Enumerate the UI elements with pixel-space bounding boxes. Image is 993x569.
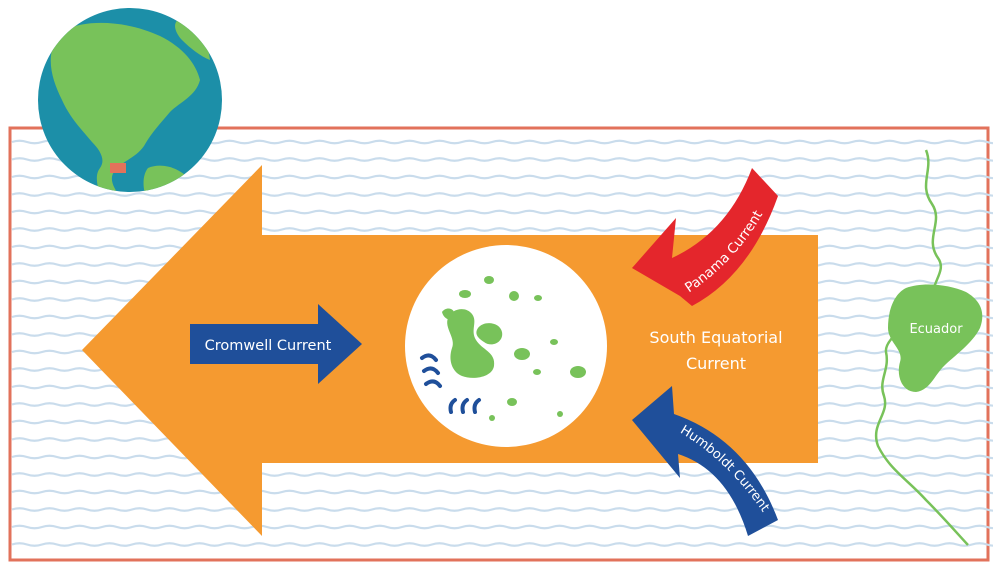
- globe-icon: [38, 8, 222, 192]
- ecuador-shape: [888, 284, 983, 392]
- cromwell-current-label: Cromwell Current: [205, 338, 332, 354]
- ecuador-label: Ecuador: [909, 322, 963, 337]
- wave-line: [11, 192, 993, 197]
- south-equatorial-label-line1: South Equatorial: [649, 328, 782, 347]
- wave-line: [11, 209, 993, 215]
- wave-line: [11, 227, 993, 232]
- wave-line: [11, 489, 993, 495]
- panama-current-arrow: [632, 168, 778, 306]
- wave-line: [11, 507, 993, 512]
- humboldt-current-arrow: [632, 386, 778, 536]
- wave-line: [11, 542, 993, 547]
- galapagos-marker: [110, 163, 126, 173]
- south-america-coastline: [874, 149, 969, 546]
- wave-line: [11, 472, 993, 477]
- galapagos-islands: [442, 276, 586, 421]
- wave-line: [11, 524, 993, 530]
- galapagos-circle: [405, 245, 607, 447]
- cromwell-current-arrow: [190, 304, 362, 384]
- south-equatorial-label-line2: Current: [686, 354, 746, 373]
- upwelling-symbols: [420, 353, 481, 414]
